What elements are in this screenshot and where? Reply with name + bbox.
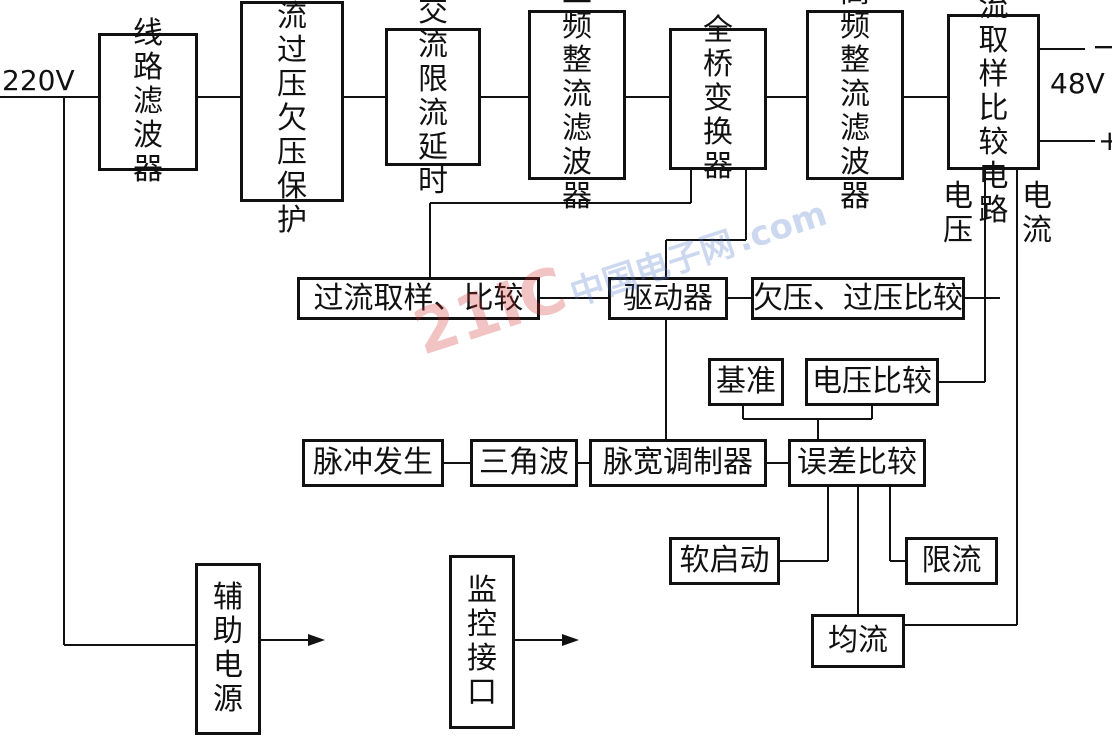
reference-block: 基准 — [708, 358, 784, 406]
oc-sample-compare-label: 过流取样、比较 — [313, 280, 524, 316]
output-voltage-label: 48V — [1050, 67, 1105, 100]
input-voltage-label: 220V — [2, 64, 75, 97]
hf-rectifier-label: 高频整流滤波器 — [840, 0, 870, 214]
ac-overvoltage-undervoltage-protection-block: 交流过压欠压保护 — [240, 0, 344, 237]
current-feedback-label: 电流 — [1022, 179, 1052, 248]
line-filter-label: 线路滤波器 — [133, 16, 163, 187]
oc-sampling-circuit-label: 过流取样比较电路 — [978, 0, 1009, 228]
driver-block: 驱动器 — [608, 277, 728, 320]
pulse-generator-block: 脉冲发生 — [302, 439, 444, 487]
line-rectifier-label: 工频整流滤波器 — [562, 0, 592, 214]
auxiliary-power-block: 辅助电源 — [195, 563, 261, 735]
monitor-interface-label: 监控接口 — [467, 573, 497, 710]
error-compare-label: 误差比较 — [797, 445, 917, 480]
current-limit-label: 限流 — [921, 543, 982, 578]
current-sharing-label: 均流 — [828, 623, 888, 658]
overcurrent-sampling-compare-circuit-block: 过流取样比较电路 — [947, 0, 1040, 228]
line-filter-block: 线路滤波器 — [98, 17, 198, 187]
ac-limit-delay-label: 交流限流延时 — [418, 0, 448, 199]
soft-start-block: 软启动 — [669, 537, 780, 585]
voltage-compare-block: 电压比较 — [805, 358, 939, 406]
full-bridge-label: 全桥变换器 — [703, 13, 733, 184]
voltage-feedback-label: 电压 — [943, 179, 973, 248]
line-frequency-rectifier-filter-block: 工频整流滤波器 — [528, 0, 626, 214]
pwm-modulator-block: 脉宽调制器 — [589, 439, 767, 487]
triangle-wave-label: 三角波 — [479, 445, 569, 480]
pwm-modulator-label: 脉宽调制器 — [603, 445, 753, 480]
monitor-interface-block: 监控接口 — [449, 555, 515, 729]
error-compare-block: 误差比较 — [788, 439, 926, 487]
ac-current-limit-delay-block: 交流限流延时 — [385, 0, 481, 199]
undervoltage-overvoltage-compare-block: 欠压、过压比较 — [751, 277, 965, 320]
current-limit-block: 限流 — [905, 537, 998, 585]
full-bridge-converter-block: 全桥变换器 — [669, 14, 767, 184]
driver-label: 驱动器 — [623, 280, 713, 316]
current-sharing-block: 均流 — [811, 614, 905, 668]
reference-label: 基准 — [716, 364, 776, 399]
ac-protection-label: 交流过压欠压保护 — [277, 0, 307, 238]
uv-ov-compare-label: 欠压、过压比较 — [753, 280, 963, 316]
high-frequency-rectifier-filter-block: 高频整流滤波器 — [806, 0, 904, 214]
auxiliary-power-label: 辅助电源 — [213, 580, 243, 717]
pulse-generator-label: 脉冲发生 — [313, 445, 433, 480]
triangle-wave-block: 三角波 — [470, 439, 578, 487]
voltage-compare-label: 电压比较 — [812, 364, 932, 399]
soft-start-label: 软启动 — [679, 543, 770, 578]
overcurrent-sample-compare-block: 过流取样、比较 — [297, 277, 540, 320]
output-minus-terminal: − — [1092, 30, 1112, 63]
output-plus-terminal: + — [1098, 124, 1112, 157]
